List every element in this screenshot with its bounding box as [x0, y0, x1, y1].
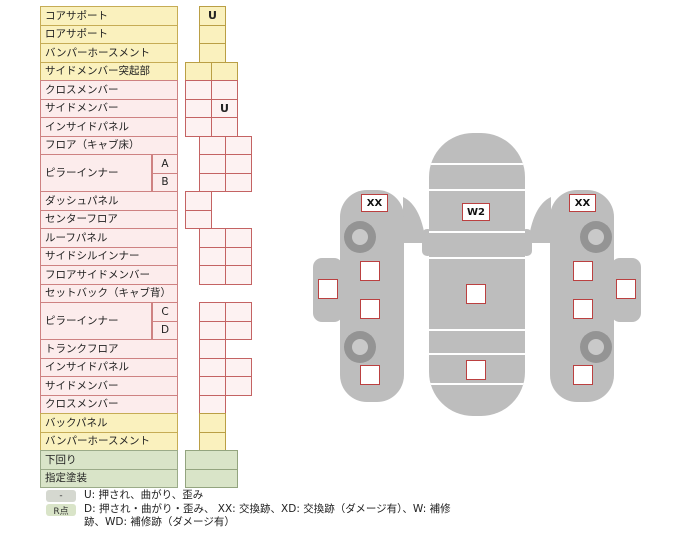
damage-cell[interactable] — [225, 265, 252, 285]
part-row-sublabel: A — [152, 154, 178, 174]
damage-cell[interactable] — [185, 468, 238, 488]
damage-mark-box[interactable] — [466, 284, 486, 304]
legend-text-rpoint: D: 押され・曲がり・歪み、 XX: 交換跡、XD: 交換跡（ダメージ有）、W:… — [84, 503, 451, 528]
legend-key-rpoint: R点 — [46, 504, 76, 517]
damage-mark-box[interactable] — [466, 360, 486, 380]
legend-text-u: U: 押され、曲がり、歪み — [84, 489, 204, 501]
damage-mark-w2[interactable]: W2 — [462, 203, 490, 221]
damage-mark-xx[interactable]: XX — [569, 194, 596, 212]
damage-cell[interactable]: U — [199, 6, 226, 26]
damage-cell[interactable] — [225, 172, 252, 192]
damage-cell[interactable] — [225, 320, 252, 340]
damage-mark-box[interactable] — [616, 279, 636, 299]
damage-cell[interactable] — [225, 376, 252, 396]
damage-mark-box[interactable] — [360, 365, 380, 385]
damage-mark-box[interactable] — [360, 261, 380, 281]
damage-mark-xx[interactable]: XX — [361, 194, 388, 212]
damage-mark-box[interactable] — [573, 261, 593, 281]
legend: - U: 押され、曲がり、歪み R点 D: 押され・曲がり・歪み、 XX: 交換… — [38, 489, 470, 530]
legend-row-rpoint: R点 D: 押され・曲がり・歪み、 XX: 交換跡、XD: 交換跡（ダメージ有）… — [38, 503, 470, 529]
damage-mark-box[interactable] — [573, 365, 593, 385]
damage-mark-box[interactable] — [360, 299, 380, 319]
damage-mark-box[interactable] — [318, 279, 338, 299]
damage-mark-box[interactable] — [573, 299, 593, 319]
legend-key-blank: - — [46, 490, 76, 502]
part-row-label: 指定塗装 — [40, 468, 178, 488]
damage-cell[interactable] — [185, 209, 212, 229]
legend-row-u: - U: 押され、曲がり、歪み — [38, 489, 470, 502]
